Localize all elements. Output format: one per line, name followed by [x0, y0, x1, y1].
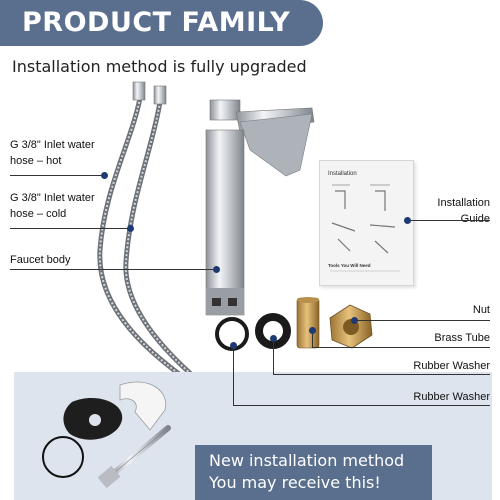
label-nut: Nut	[472, 304, 490, 316]
header-banner: PRODUCT FAMILY	[0, 0, 323, 46]
page-subtitle: Installation method is fully upgraded	[12, 57, 307, 76]
faucet-body-illustration	[205, 99, 315, 316]
label-hot-hose-line2: hose – hot	[10, 155, 62, 167]
leader-rubber-washer-2-vertical	[233, 345, 234, 405]
marker-cold-hose	[127, 225, 134, 232]
leader-brass-tube	[312, 347, 490, 348]
label-brass-tube: Brass Tube	[434, 332, 490, 344]
nut-illustration	[329, 304, 373, 349]
installation-manual: Installation Tools You Will Need	[319, 160, 414, 286]
label-hot-hose: G 3/8" Inlet water hose – hot	[10, 137, 95, 169]
page-title: PRODUCT FAMILY	[22, 7, 291, 38]
manual-title: Installation	[328, 171, 357, 177]
leader-faucet-body	[10, 269, 216, 270]
rubber-washer-thin	[215, 317, 249, 351]
leader-rubber-washer-1	[273, 374, 490, 375]
label-cold-hose-line1: G 3/8" Inlet water	[10, 192, 95, 204]
label-installation-guide: Installation Guide	[420, 195, 490, 227]
marker-rubber-washer-2	[230, 342, 237, 349]
label-faucet-body: Faucet body	[10, 254, 71, 266]
marker-brass-tube	[309, 327, 316, 334]
label-installation-guide-line1: Installation	[437, 197, 490, 209]
label-installation-guide-line2: Guide	[460, 213, 490, 225]
manual-diagrams	[330, 184, 400, 272]
new-method-callout: New installation method You may receive …	[195, 445, 432, 500]
label-rubber-washer-2: Rubber Washer	[413, 391, 490, 403]
leader-cold-hose	[10, 228, 130, 229]
leader-installation-guide	[408, 220, 490, 221]
marker-hot-hose	[101, 172, 108, 179]
brass-tube-illustration	[296, 297, 320, 349]
label-cold-hose-line2: hose – cold	[10, 208, 67, 220]
callout-line-2: You may receive this!	[209, 473, 381, 492]
leader-nut	[355, 320, 490, 321]
callout-line-1: New installation method	[209, 451, 405, 470]
marker-installation-guide	[404, 217, 411, 224]
marker-rubber-washer-1	[270, 335, 277, 342]
manual-tools-label: Tools You Will Need	[328, 263, 371, 268]
marker-faucet-body	[213, 266, 220, 273]
leader-brass-tube-vertical	[312, 330, 313, 347]
label-cold-hose: G 3/8" Inlet water hose – cold	[10, 190, 95, 222]
label-hot-hose-line1: G 3/8" Inlet water	[10, 139, 95, 151]
leader-rubber-washer-2	[233, 405, 490, 406]
marker-nut	[351, 317, 358, 324]
label-rubber-washer-1: Rubber Washer	[413, 360, 490, 372]
leader-hot-hose	[10, 175, 105, 176]
leader-rubber-washer-1-vertical	[273, 338, 274, 374]
